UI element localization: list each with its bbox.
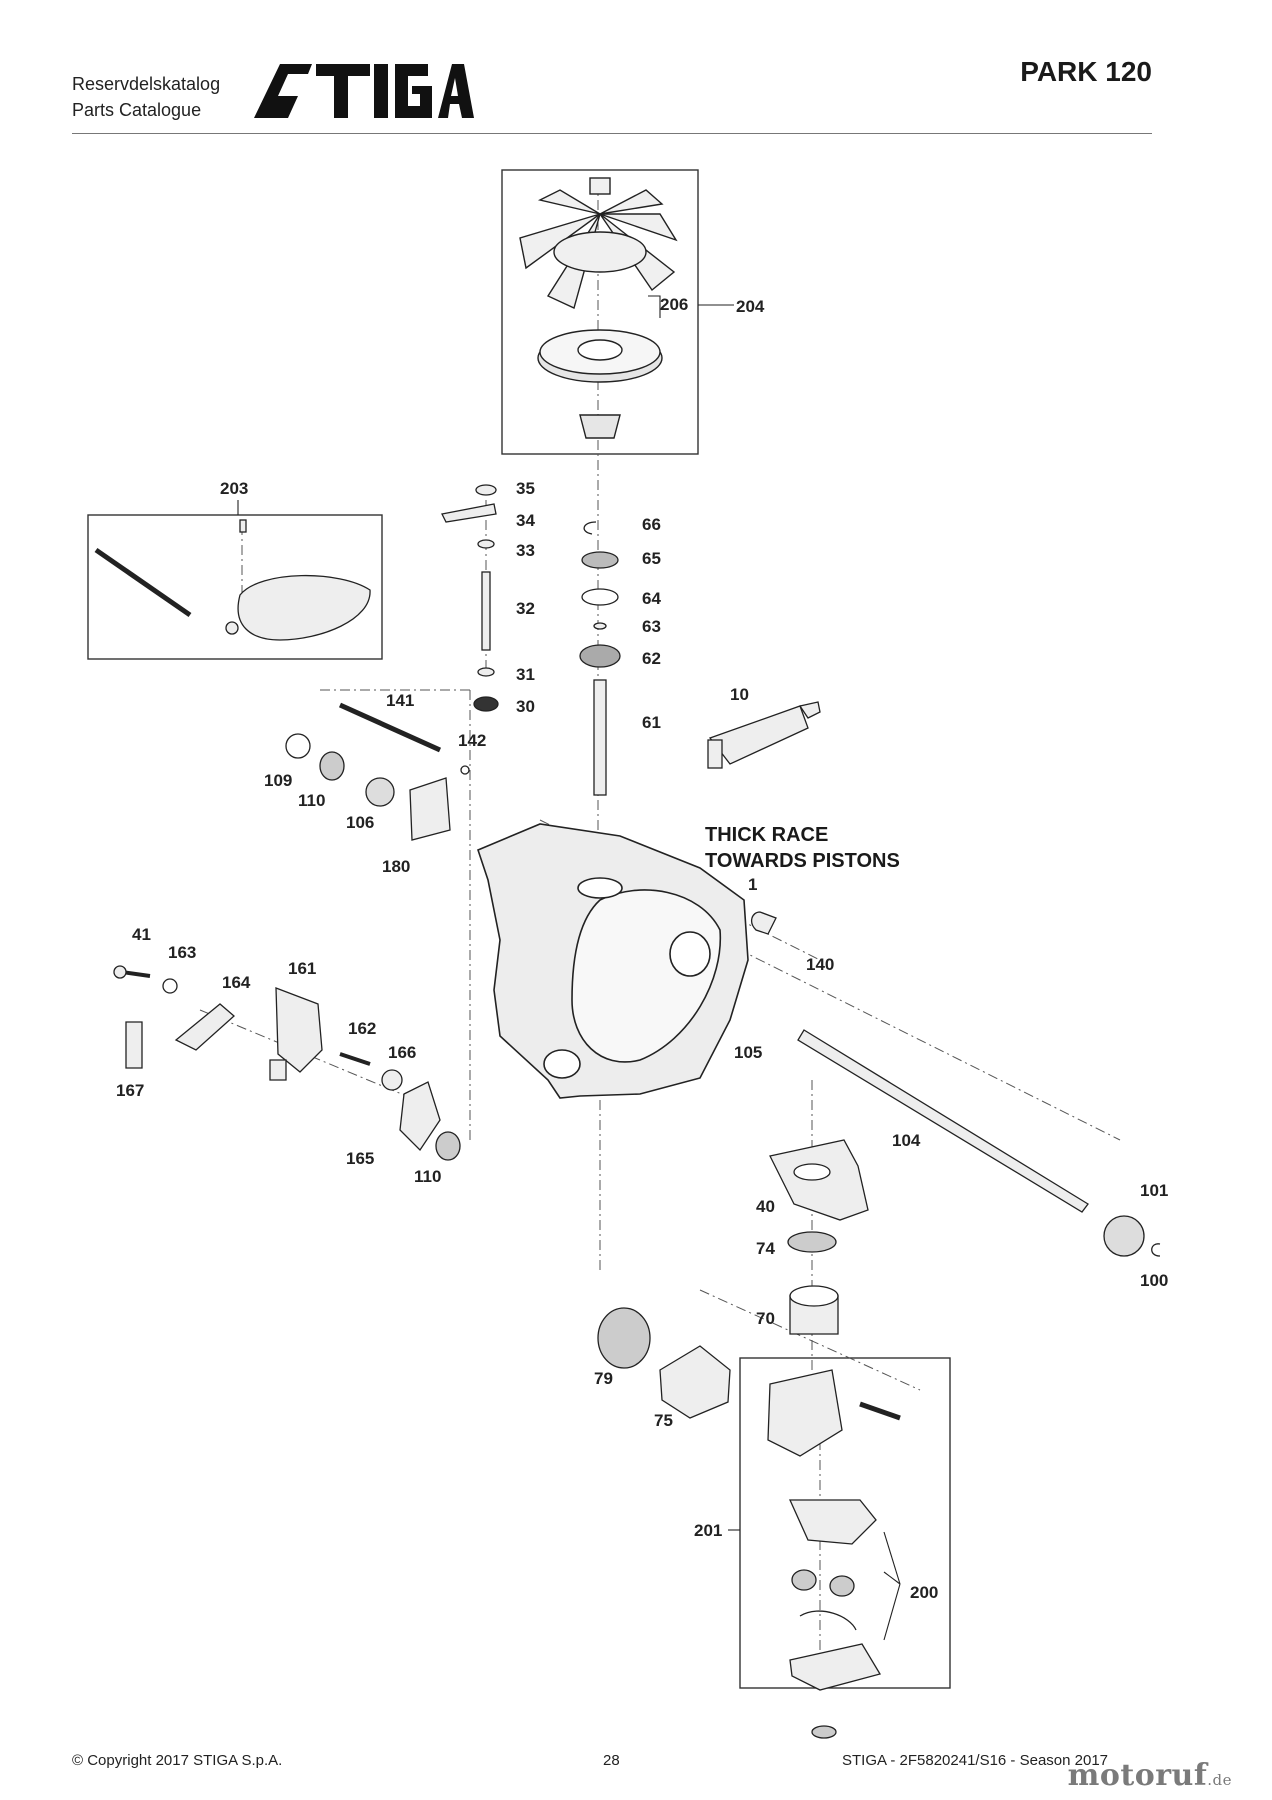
part-label-161: 161 <box>288 959 316 978</box>
left-side-parts <box>285 702 470 841</box>
assembly-note: THICK RACE TOWARDS PISTONS <box>705 822 900 874</box>
part-label-166: 166 <box>388 1043 416 1062</box>
part-label-65: 65 <box>642 549 661 568</box>
part-label-101: 101 <box>1140 1181 1168 1200</box>
part-label-62: 62 <box>642 649 661 668</box>
cooling-fan <box>519 177 678 309</box>
model-name: PARK 120 <box>1020 56 1152 87</box>
part-label-204: 204 <box>736 297 765 316</box>
part-label-109: 109 <box>264 771 292 790</box>
drive-pulley <box>537 329 663 439</box>
part-label-106: 106 <box>346 813 374 832</box>
axle-and-gears <box>750 911 1161 1257</box>
assembly-note-line2: TOWARDS PISTONS <box>705 850 900 872</box>
part-label-31: 31 <box>516 665 535 684</box>
part-label-32: 32 <box>516 599 535 618</box>
part-label-74: 74 <box>756 1239 775 1258</box>
catalog-title-swedish: Reservdelskatalog <box>72 74 221 94</box>
part-label-40: 40 <box>756 1197 775 1216</box>
part-label-110-lower: 110 <box>414 1167 441 1186</box>
part-label-167: 167 <box>116 1081 144 1100</box>
part-label-203: 203 <box>220 479 248 498</box>
part-label-41: 41 <box>132 925 151 944</box>
catalog-title-english: Parts Catalogue <box>72 100 202 120</box>
bypass-group-frame <box>87 514 383 660</box>
part-label-70: 70 <box>756 1309 775 1328</box>
part-label-10: 10 <box>730 685 749 704</box>
part-label-206: 206 <box>660 295 688 314</box>
transmission-housing <box>477 823 749 1099</box>
part-label-79: 79 <box>594 1369 613 1388</box>
part-label-162: 162 <box>348 1019 376 1038</box>
watermark-tld: .de <box>1207 1771 1232 1789</box>
part-label-1: 1 <box>748 875 757 894</box>
part-label-165: 165 <box>346 1149 374 1168</box>
part-label-164: 164 <box>222 973 251 992</box>
pump-motor-parts <box>597 1231 901 1739</box>
header-divider <box>72 133 1152 134</box>
part-label-141: 141 <box>386 691 414 710</box>
watermark: motoruf.de <box>1068 1758 1232 1793</box>
part-label-34: 34 <box>516 511 535 530</box>
fan-pulley-group-frame <box>501 169 699 455</box>
part-label-33: 33 <box>516 541 535 560</box>
linkage-parts <box>113 965 461 1161</box>
control-shaft-stack <box>441 484 499 712</box>
part-label-201: 201 <box>694 1521 722 1540</box>
copyright-text: © Copyright 2017 STIGA S.p.A. <box>72 1752 283 1769</box>
watermark-name: motoruf <box>1067 1758 1208 1793</box>
part-label-110: 110 <box>298 791 325 810</box>
document-reference: STIGA - 2F5820241/S16 - Season 2017 <box>842 1752 1109 1769</box>
part-label-100: 100 <box>1140 1271 1168 1290</box>
stiga-logo <box>250 56 475 131</box>
part-label-104: 104 <box>892 1131 921 1150</box>
part-label-200: 200 <box>910 1583 938 1602</box>
part-label-140: 140 <box>806 955 834 974</box>
part-label-30: 30 <box>516 697 535 716</box>
part-label-63: 63 <box>642 617 661 636</box>
bypass-rod-and-housing <box>94 519 371 641</box>
input-shaft-stack <box>579 521 621 796</box>
part-label-61: 61 <box>642 713 661 732</box>
part-label-105: 105 <box>734 1043 762 1062</box>
page-number: 28 <box>603 1752 620 1769</box>
part-label-66: 66 <box>642 515 661 534</box>
part-label-163: 163 <box>168 943 196 962</box>
center-section-group-frame <box>739 1357 951 1689</box>
part-label-35: 35 <box>516 479 535 498</box>
assembly-note-line1: THICK RACE <box>705 824 829 846</box>
part-label-180: 180 <box>382 857 410 876</box>
part-label-142: 142 <box>458 731 486 750</box>
part-label-64: 64 <box>642 589 661 608</box>
part-label-75: 75 <box>654 1411 673 1430</box>
bypass-arm <box>707 701 821 769</box>
